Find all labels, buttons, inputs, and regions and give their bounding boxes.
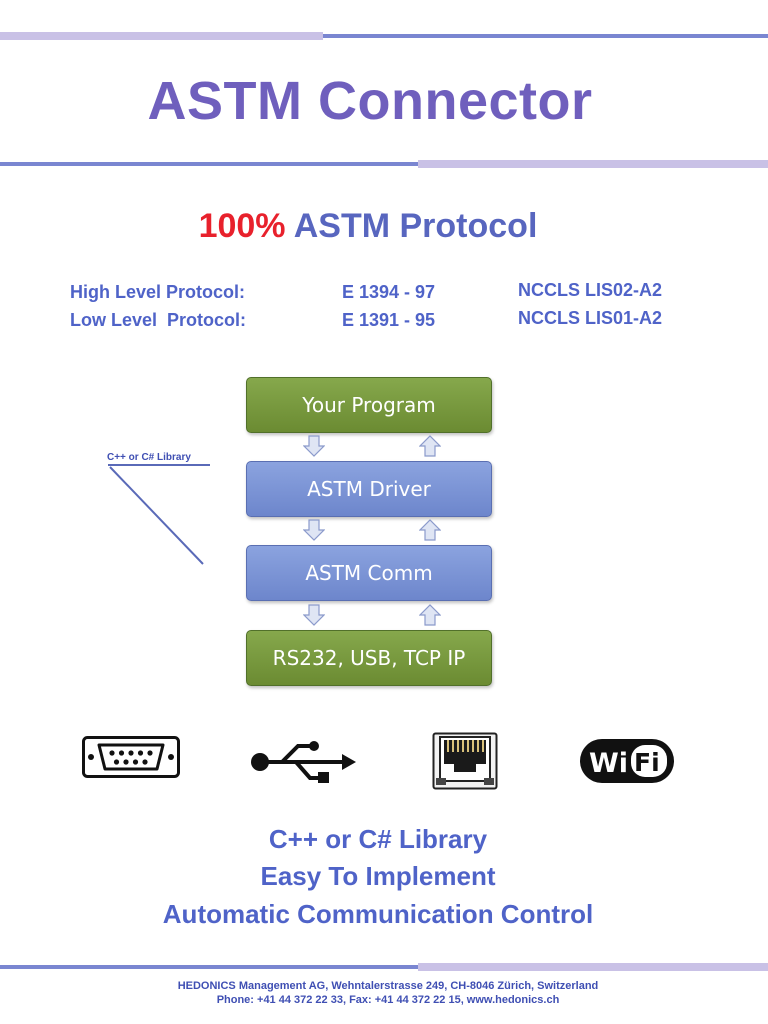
library-bracket	[108, 464, 210, 565]
spec-nccls-low: NCCLS LIS01-A2	[518, 308, 663, 328]
subtitle-rest: ASTM Protocol	[285, 207, 538, 245]
footer-contact: Phone: +41 44 372 22 33, Fax: +41 44 372…	[216, 994, 560, 1006]
bottom-bar-dark	[0, 965, 418, 969]
feature-library: C++ or C# Library	[268, 824, 488, 854]
subtitle: 100% ASTM Protocol	[0, 207, 736, 246]
down-arrow-icon	[303, 519, 325, 541]
subtitle-accent: 100%	[198, 207, 286, 245]
feature-easy: Easy To Implement	[260, 861, 496, 891]
up-arrow-icon	[419, 604, 441, 626]
wifi-icon: Wi Fi	[580, 739, 674, 783]
title-bar-light	[418, 160, 768, 168]
top-bar-light	[0, 32, 323, 40]
ethernet-port-icon	[432, 732, 498, 790]
up-arrow-icon	[419, 519, 441, 541]
usb-icon	[251, 741, 356, 783]
title-bar-dark	[0, 162, 418, 166]
spec-label-high: High Level Protocol:	[70, 282, 246, 302]
top-bar-dark	[323, 34, 768, 38]
bottom-bar-light	[418, 963, 768, 971]
layer-astm-comm: ASTM Comm	[246, 545, 492, 601]
serial-port-icon	[82, 736, 180, 778]
down-arrow-icon	[303, 604, 325, 626]
wifi-fi-text: Fi	[634, 748, 660, 777]
layer-your-program: Your Program	[246, 377, 492, 433]
footer-address: HEDONICS Management AG, Wehntalerstrasse…	[177, 980, 599, 992]
layer-astm-driver: ASTM Driver	[246, 461, 492, 517]
spec-standard-low: E 1391 - 95	[342, 310, 436, 330]
library-label: C++ or C# Library	[107, 452, 191, 463]
feature-communication: Automatic Communication Control	[162, 899, 594, 929]
up-arrow-icon	[419, 435, 441, 457]
spec-label-low: Low Level Protocol:	[70, 310, 247, 330]
page-title: ASTM Connector	[147, 71, 593, 131]
layer-transport: RS232, USB, TCP IP	[246, 630, 492, 686]
wifi-wi-text: Wi	[589, 748, 628, 779]
spec-standard-high: E 1394 - 97	[342, 282, 436, 302]
down-arrow-icon	[303, 435, 325, 457]
spec-nccls-high: NCCLS LIS02-A2	[518, 280, 663, 300]
